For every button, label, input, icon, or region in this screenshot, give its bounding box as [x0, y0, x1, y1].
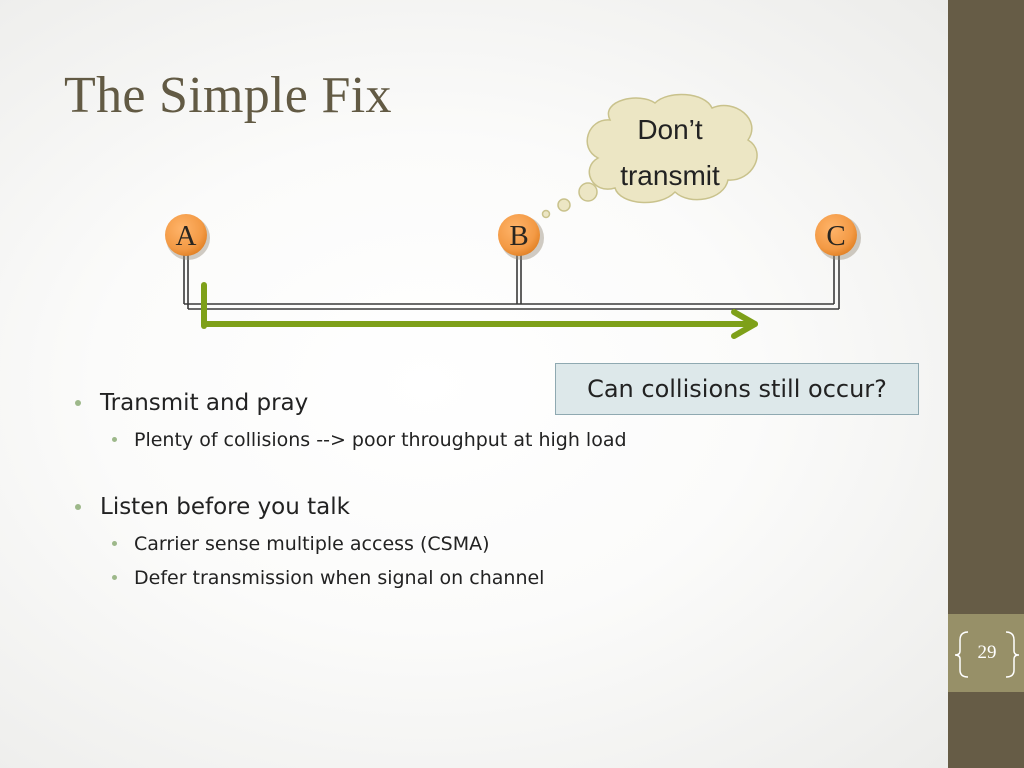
- node-a-label: A: [176, 220, 197, 252]
- sub-bullet-text: Carrier sense multiple access (CSMA): [134, 533, 490, 555]
- node-c: C: [815, 214, 861, 260]
- sub-bullet-collisions: Plenty of collisions --> poor throughput…: [74, 426, 894, 454]
- bullet-dot-icon: [75, 400, 81, 406]
- page-number: 29: [977, 642, 997, 663]
- bullet-dot-icon: [112, 541, 117, 546]
- bullet-dot-icon: [75, 504, 81, 510]
- transmission-arrow: [201, 282, 758, 339]
- bullet-dot-icon: [112, 575, 117, 580]
- thought-line-1: Don’t: [637, 114, 703, 145]
- collision-question-callout: Can collisions still occur?: [555, 363, 919, 415]
- node-a: A: [165, 214, 210, 260]
- shared-bus: [183, 252, 840, 310]
- sub-bullet-defer: Defer transmission when signal on channe…: [74, 564, 894, 592]
- network-diagram: A B C: [165, 93, 861, 339]
- bullet-dot-icon: [112, 437, 117, 442]
- bullet-list: Transmit and pray Plenty of collisions -…: [74, 386, 894, 592]
- node-c-label: C: [826, 220, 845, 252]
- sub-bullet-text: Plenty of collisions --> poor throughput…: [134, 429, 627, 451]
- bullet-transmit-and-pray: Transmit and pray: [74, 386, 894, 420]
- thought-line-2: transmit: [620, 160, 720, 191]
- sub-bullet-csma: Carrier sense multiple access (CSMA): [74, 530, 894, 558]
- thought-bubble-text: Don’t transmit: [596, 107, 744, 199]
- slide-title: The Simple Fix: [64, 67, 392, 124]
- bullet-listen-before-talk: Listen before you talk: [74, 490, 894, 524]
- bullet-text: Listen before you talk: [100, 494, 350, 520]
- thought-bubble: [541, 93, 758, 219]
- bullet-text: Transmit and pray: [100, 390, 309, 416]
- node-b: B: [498, 214, 544, 260]
- node-b-label: B: [509, 220, 528, 252]
- sub-bullet-text: Defer transmission when signal on channe…: [134, 567, 545, 589]
